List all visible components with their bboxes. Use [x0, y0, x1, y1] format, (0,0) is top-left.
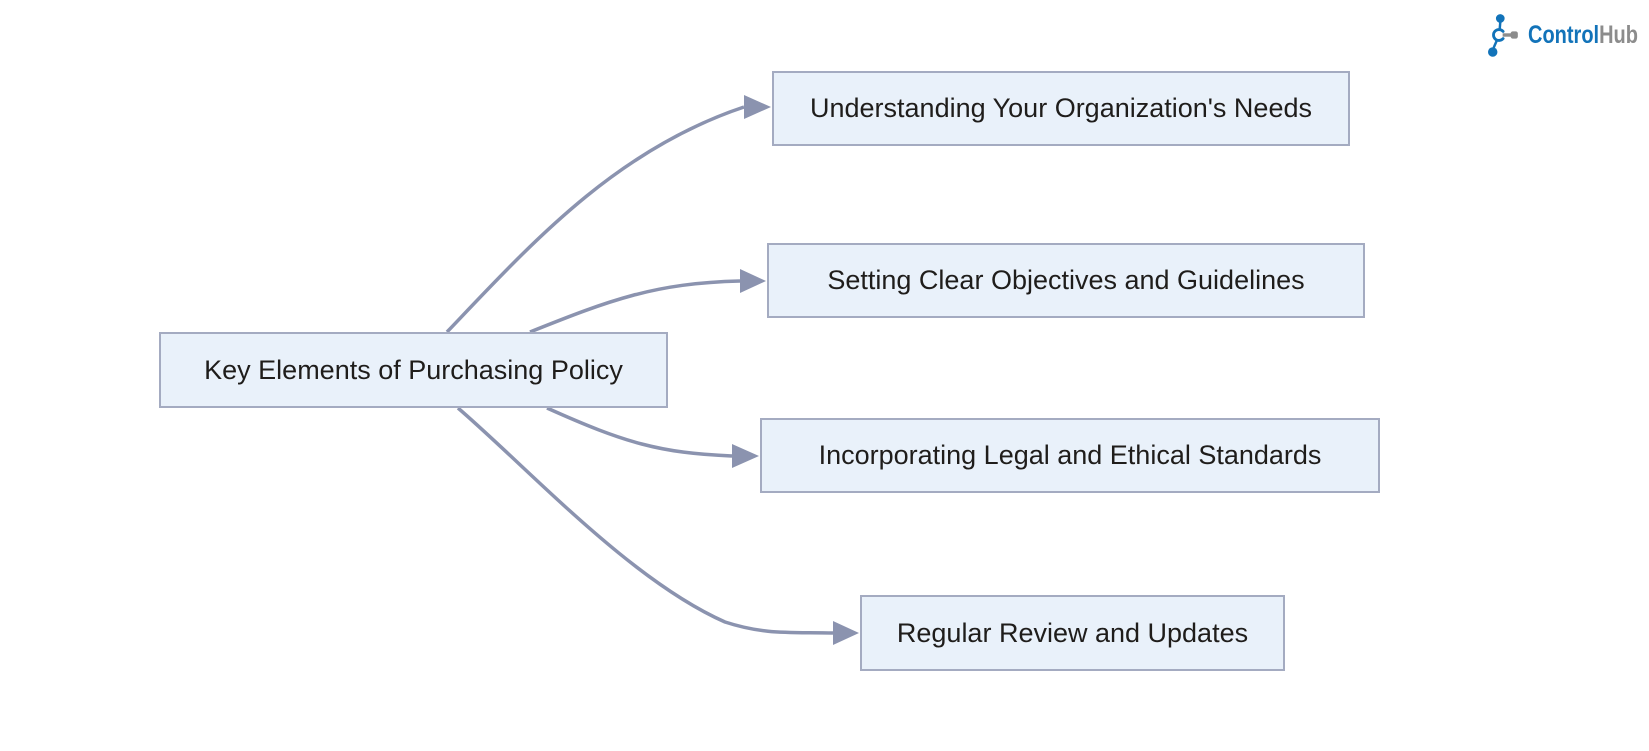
node-label: Understanding Your Organization's Needs	[810, 93, 1312, 123]
node-setting-clear-objectives: Setting Clear Objectives and Guidelines	[767, 243, 1365, 318]
node-label: Incorporating Legal and Ethical Standard…	[818, 440, 1322, 470]
logo-brand-primary: Control	[1528, 20, 1600, 49]
node-label: Key Elements of Purchasing Policy	[204, 354, 623, 385]
arrowhead-icon	[833, 621, 859, 645]
arrowhead-icon	[740, 269, 766, 293]
controlhub-logo: ControlHub	[1488, 10, 1640, 60]
edge-root-to-regular-review	[456, 406, 859, 645]
node-understanding-organizations-needs: Understanding Your Organization's Needs	[772, 71, 1350, 146]
node-key-elements-of-purchasing-policy: Key Elements of Purchasing Policy	[159, 332, 668, 408]
arrowhead-icon	[744, 95, 771, 119]
node-label: Setting Clear Objectives and Guidelines	[827, 265, 1305, 295]
edge-root-to-understanding-needs	[445, 95, 771, 334]
edge-root-to-clear-objectives	[529, 269, 766, 334]
node-label: Regular Review and Updates	[896, 617, 1249, 648]
controlhub-logo-text: ControlHub	[1528, 20, 1638, 50]
arrowhead-icon	[732, 444, 759, 468]
edge-root-to-legal-ethical	[546, 406, 759, 468]
node-regular-review-and-updates: Regular Review and Updates	[860, 595, 1285, 671]
controlhub-molecule-icon	[1488, 14, 1518, 57]
node-incorporating-legal-ethical-standards: Incorporating Legal and Ethical Standard…	[760, 418, 1380, 493]
logo-brand-secondary: Hub	[1599, 20, 1638, 49]
